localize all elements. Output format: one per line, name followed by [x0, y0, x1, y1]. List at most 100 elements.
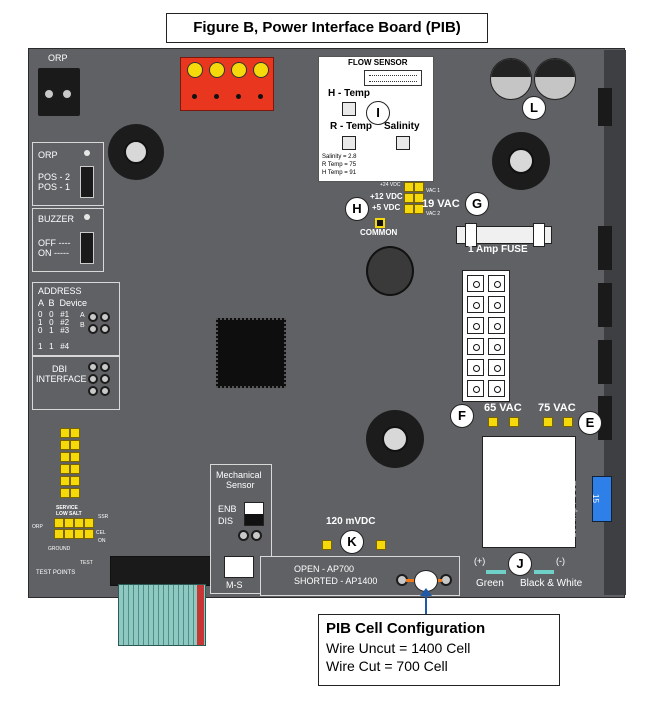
- mech-dis-label: DIS: [218, 516, 234, 526]
- marker-l: L: [522, 96, 546, 120]
- power-pin: [467, 296, 484, 313]
- cell-open-label: OPEN - AP700: [294, 564, 355, 574]
- power-pin: [488, 317, 505, 334]
- vac75-pad: [543, 417, 553, 427]
- power-pin-connector: [462, 270, 510, 402]
- plus-label: (+): [474, 556, 486, 566]
- address-panel: [32, 282, 120, 356]
- vac75-label: 75 VAC: [538, 402, 576, 414]
- mounting-ring: [366, 410, 424, 468]
- mech-sensor-subtitle: Sensor: [226, 480, 255, 490]
- address-jumper-pin[interactable]: [88, 324, 98, 334]
- mech-enable-switch[interactable]: [244, 502, 264, 526]
- address-row: 1 1 #4: [38, 342, 70, 351]
- black-white-pad: [534, 570, 554, 574]
- test-pad: [60, 464, 70, 474]
- dbi-pin: [100, 374, 110, 384]
- mounting-ring: [108, 124, 164, 180]
- test-point-pad: [74, 518, 84, 528]
- power-pin: [488, 338, 505, 355]
- terminal-hole: [236, 94, 241, 99]
- salinity-label: Salinity: [384, 121, 420, 132]
- ms-label: M-S: [226, 580, 243, 590]
- pib-cell-config-title: PIB Cell Configuration: [326, 620, 486, 637]
- test-pad: [404, 182, 414, 192]
- address-jumper-pin[interactable]: [88, 312, 98, 322]
- marker-e: E: [578, 411, 602, 435]
- pib-cell-config-line2: Wire Cut = 700 Cell: [326, 658, 448, 674]
- terminal-hole: [214, 94, 219, 99]
- vac19-label: 19 VAC: [422, 198, 460, 210]
- salinity-button[interactable]: [396, 136, 410, 150]
- figure-title: Figure B, Power Interface Board (PIB): [166, 13, 488, 43]
- orp-pin: [61, 88, 73, 100]
- buzzer-led: [84, 214, 90, 220]
- v12-label: +12 VDC: [370, 192, 403, 201]
- buzzer-on-label: ON -----: [38, 248, 69, 258]
- h-temp-button[interactable]: [342, 102, 356, 116]
- power-pin: [467, 275, 484, 292]
- dbi-pin: [88, 374, 98, 384]
- pointer-arrow: [420, 588, 432, 596]
- orp-pos2-label: POS - 2: [38, 172, 71, 182]
- vac2-label: VAC 2: [426, 211, 441, 217]
- green-pad: [486, 570, 506, 574]
- test-on-label: ON: [98, 538, 106, 544]
- marker-k: K: [340, 530, 364, 554]
- terminal-screw: [187, 62, 203, 78]
- address-jumper-pin[interactable]: [100, 324, 110, 334]
- address-jumper-b-label: B: [80, 322, 85, 329]
- test-pad: [70, 488, 80, 498]
- vac1-label: VAC 1: [426, 188, 441, 194]
- fifteen-amp-fuse-value: 15: [590, 494, 600, 503]
- power-pin: [467, 317, 484, 334]
- test-low-salt-label: LOW SALT: [56, 511, 82, 517]
- test-pad: [414, 204, 424, 214]
- mvdc-pad: [376, 540, 386, 550]
- address-header: A B Device: [38, 298, 88, 308]
- test-ssr-label: SSR: [98, 514, 109, 520]
- edge-connector: [598, 226, 612, 270]
- flow-readout-htemp: H Temp = 91: [322, 170, 357, 176]
- orp-position-switch[interactable]: [80, 166, 94, 198]
- inductor: [366, 246, 414, 296]
- vac65-pad: [488, 417, 498, 427]
- terminal-screw: [209, 62, 225, 78]
- address-title: ADDRESS: [38, 286, 82, 296]
- ribbon-cable: [118, 584, 206, 646]
- test-pad: [414, 182, 424, 192]
- board-edge-connectors: [604, 50, 626, 595]
- capacitor: [534, 58, 576, 100]
- terminal-hole: [258, 94, 263, 99]
- test-pad: [70, 476, 80, 486]
- one-amp-fuse-label: 1 Amp FUSE: [468, 244, 528, 255]
- flow-sensor-connector: [364, 70, 422, 86]
- vac75-pad: [563, 417, 573, 427]
- green-label: Green: [476, 578, 504, 589]
- r-temp-button[interactable]: [342, 136, 356, 150]
- dbi-pin: [88, 362, 98, 372]
- dbi-interface-label: INTERFACE: [36, 374, 87, 384]
- buzzer-switch[interactable]: [80, 232, 94, 264]
- test-cell-label: CEL: [96, 530, 106, 536]
- mounting-ring: [492, 132, 550, 190]
- test-point-pad: [64, 529, 74, 539]
- mech-jumper-pin[interactable]: [238, 530, 249, 541]
- test-ground-label: GROUND: [48, 546, 71, 552]
- fifteen-amp-fuse-label: 15 Amp FUSE: [567, 480, 578, 538]
- mvdc120-label: 120 mVDC: [326, 516, 376, 527]
- mvdc-pad: [322, 540, 332, 550]
- test-pad: [70, 464, 80, 474]
- black-white-label: Black & White: [520, 578, 583, 589]
- power-pin: [467, 359, 484, 376]
- mech-jumper-pin[interactable]: [251, 530, 262, 541]
- flow-readout-rtemp: R Temp = 75: [322, 162, 357, 168]
- address-jumper-pin[interactable]: [100, 312, 110, 322]
- flow-readout-salinity: Salinity = 2.8: [322, 154, 357, 160]
- common-label: COMMON: [360, 228, 398, 237]
- ribbon-header: [110, 556, 216, 586]
- power-pin: [488, 359, 505, 376]
- vac65-label: 65 VAC: [484, 402, 522, 414]
- address-row: 0 1 #3: [38, 326, 70, 335]
- common-pad: [375, 218, 385, 228]
